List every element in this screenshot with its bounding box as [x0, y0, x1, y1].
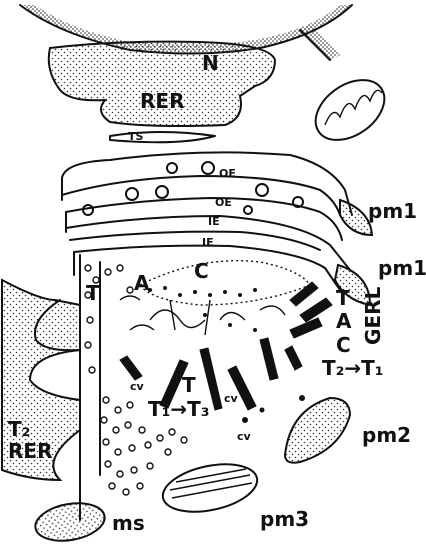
label-cv-2: cv [224, 392, 239, 405]
label-rer-top: RER [140, 89, 184, 113]
label-ie-2: IE [202, 236, 214, 249]
label-ts: TS [128, 130, 144, 143]
transition-saccule [110, 132, 215, 142]
ms-granule [32, 498, 107, 546]
label-t1-t3: T₁→T₃ [148, 397, 210, 421]
golgi-stack [62, 152, 372, 305]
label-pm1-bottom: pm1 [378, 256, 426, 280]
label-oe-1: OE [219, 167, 236, 180]
label-cv-3: cv [237, 430, 252, 443]
pm3-granule [158, 457, 261, 520]
label-c-center: C [194, 259, 209, 283]
label-gerl-t: T [336, 286, 350, 310]
label-nucleus: N [202, 51, 219, 75]
label-t2: T₂ [8, 417, 30, 441]
label-gerl-c: C [336, 333, 351, 357]
label-ms: ms [112, 511, 145, 535]
rer-top-cisterna [49, 42, 275, 126]
label-gerl-a: A [336, 309, 352, 333]
label-pm3: pm3 [260, 507, 309, 531]
label-ie-1: IE [208, 215, 220, 228]
label-t-left: T [86, 281, 100, 305]
label-t2-t1: T₂→T₁ [322, 356, 384, 380]
label-pm1-top: pm1 [368, 199, 417, 223]
label-oe-2: OE [215, 196, 232, 209]
label-gerl: GERL [361, 287, 385, 345]
label-pm2: pm2 [362, 423, 411, 447]
label-a-center: A [134, 271, 150, 295]
pm2-granule [285, 398, 350, 463]
mitochondrion [305, 68, 396, 153]
label-rer-left: RER [8, 439, 52, 463]
gerl-region [80, 255, 332, 520]
label-t-mid: T [182, 373, 196, 397]
label-cv-1: cv [130, 380, 145, 393]
